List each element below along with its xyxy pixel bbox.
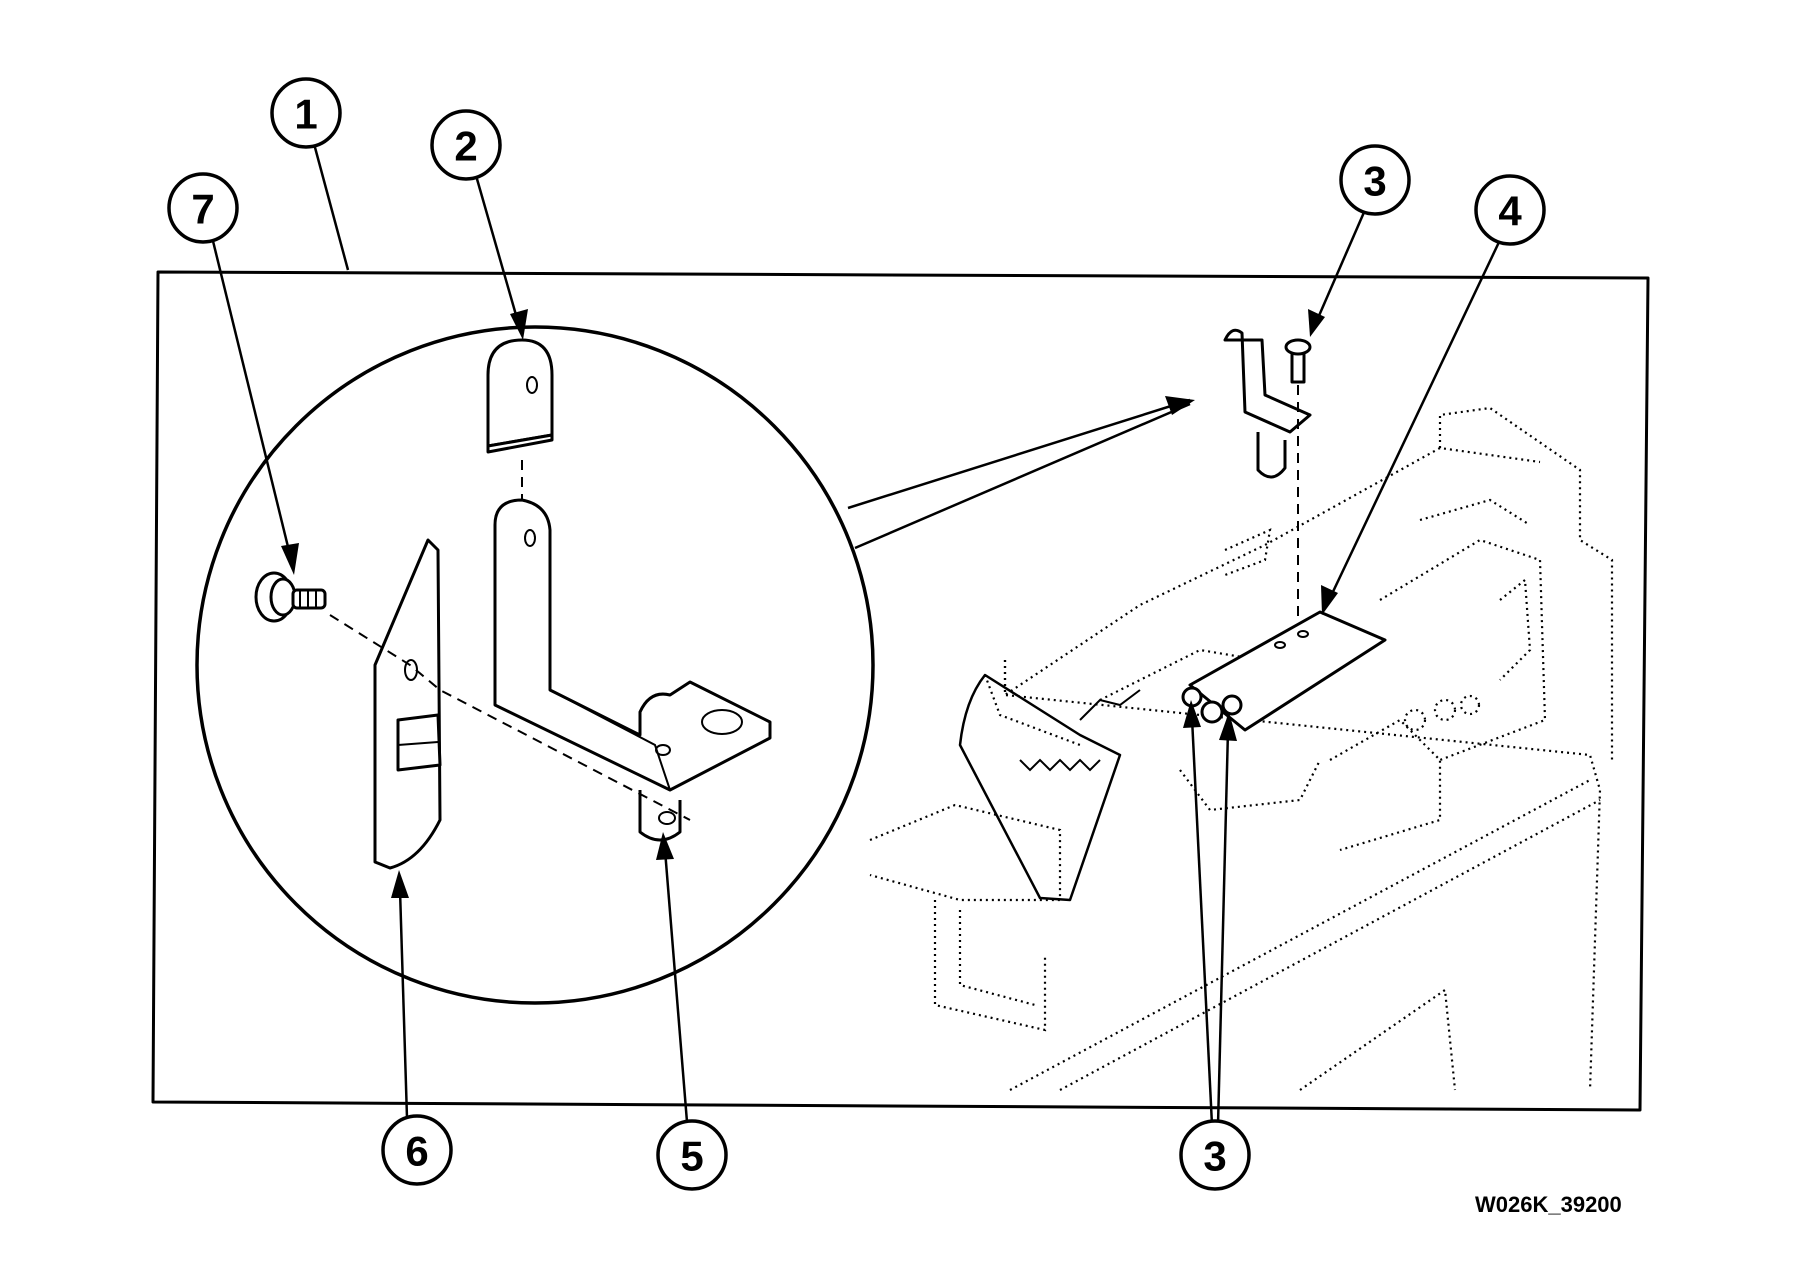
callout-1: 1 — [270, 77, 342, 149]
leader-2-arrowhead — [510, 309, 528, 340]
leader-5 — [663, 849, 689, 1123]
detail-magnifier-circle — [195, 325, 875, 1005]
leader-1 — [311, 139, 350, 271]
leader-7 — [210, 236, 292, 556]
callout-3-top: 3 — [1339, 144, 1411, 216]
callout-2-label: 2 — [454, 123, 477, 170]
magnifier-pointer-lower — [854, 402, 1191, 550]
magnifier-pointer-arrowhead — [1165, 396, 1195, 415]
callout-3-top-label: 3 — [1363, 158, 1386, 205]
leader-4-arrowhead — [1321, 585, 1338, 615]
magnifier-pointer-upper — [847, 398, 1191, 510]
callout-4-label: 4 — [1498, 188, 1522, 235]
part-7-screw — [254, 571, 327, 623]
figure-id: W026K_39200 — [1475, 1192, 1622, 1217]
callout-2: 2 — [430, 109, 502, 181]
small-bracket-assembly — [1223, 328, 1312, 620]
part-6-plate — [373, 538, 442, 870]
callout-5-label: 5 — [680, 1133, 703, 1180]
callout-1-label: 1 — [294, 91, 317, 138]
assembly-line-screw — [329, 614, 691, 821]
callout-6: 6 — [381, 1114, 453, 1186]
machine-body — [869, 406, 1614, 1091]
callout-5: 5 — [656, 1119, 728, 1191]
leader-4 — [1328, 239, 1502, 599]
callout-4: 4 — [1474, 174, 1546, 246]
leader-6-arrowhead — [391, 870, 409, 898]
callout-3-bottom: 3 — [1179, 1119, 1251, 1191]
leader-3-bottom-a-arrowhead — [1183, 700, 1201, 728]
callout-3-bottom-label: 3 — [1203, 1133, 1226, 1180]
assembly-frame — [151, 270, 1650, 1112]
leader-2 — [473, 171, 520, 323]
leader-5-arrowhead — [656, 832, 674, 860]
callout-6-label: 6 — [405, 1128, 428, 1175]
leader-3-bottom-b-arrowhead — [1219, 712, 1237, 741]
part-2-cap — [486, 338, 554, 454]
leader-3-bottom-a — [1190, 717, 1214, 1126]
leader-6 — [398, 889, 409, 1119]
callout-7: 7 — [167, 172, 239, 244]
leader-3-top — [1316, 209, 1367, 319]
part-5-bracket — [493, 498, 772, 842]
leader-3-top-arrowhead — [1308, 309, 1325, 337]
callout-7-label: 7 — [191, 186, 214, 233]
leader-7-arrowhead — [281, 543, 299, 575]
leader-3-bottom-b — [1216, 729, 1230, 1126]
